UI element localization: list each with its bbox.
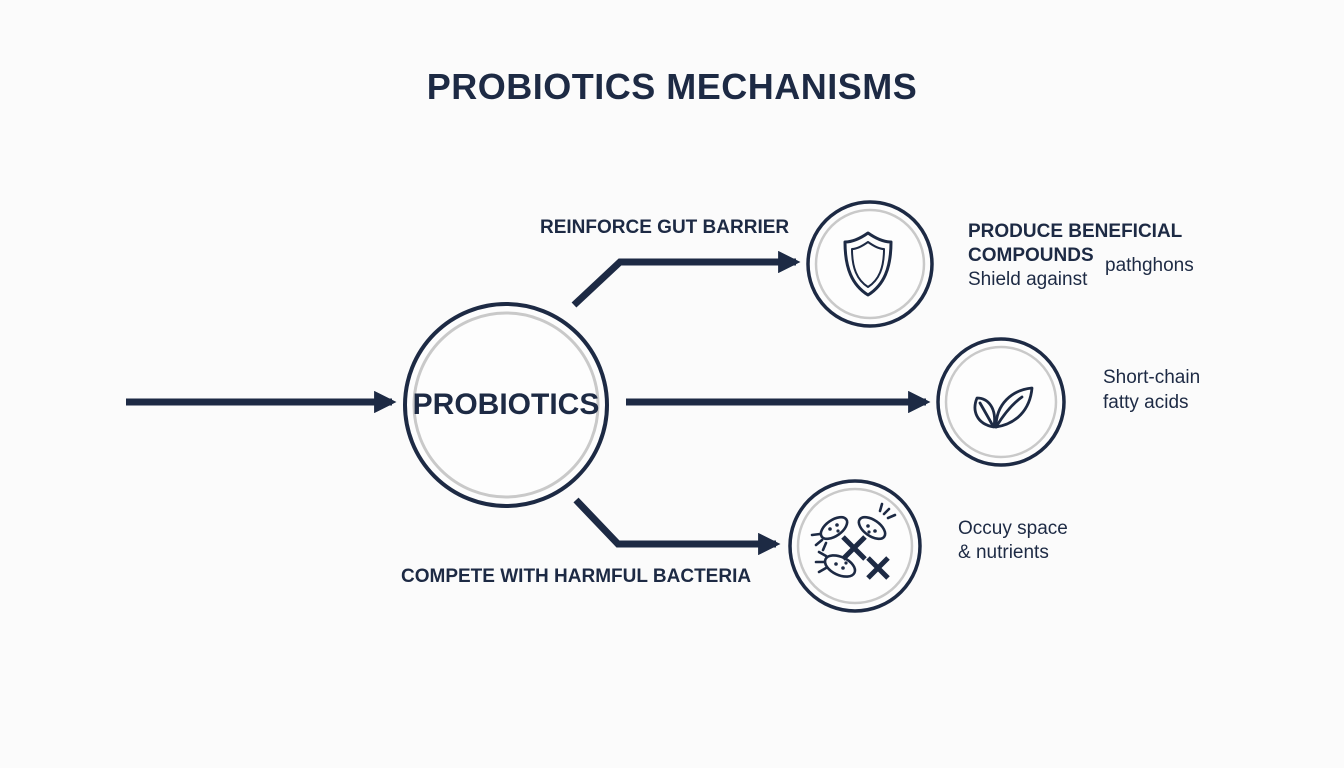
page-title: PROBIOTICS MECHANISMS (426, 66, 918, 107)
bottom-note-line-1: Occuy space (958, 518, 1068, 539)
bacteria-blocked-icon (810, 502, 897, 580)
top-note-line-3: Shield against (968, 269, 1088, 290)
top-note-heading-2: COMPOUNDS (968, 245, 1094, 266)
center-label: PROBIOTICS (412, 388, 600, 421)
compete-node (788, 479, 922, 613)
barrier-node (806, 200, 934, 328)
bottom-branch-arrow (573, 497, 781, 556)
top-branch-label: REINFORCE GUT BARRIER (540, 217, 790, 238)
probiotics-node (403, 302, 609, 508)
bottom-note-line-2: & nutrients (958, 542, 1049, 563)
top-branch-arrow (571, 250, 801, 308)
middle-note-line-1: Short-chain (1103, 367, 1201, 388)
shield-icon (843, 231, 893, 297)
middle-note-line-2: fatty acids (1103, 392, 1189, 413)
leaf-icon (973, 386, 1034, 429)
top-note-heading-1: PRODUCE BENEFICIAL (968, 221, 1183, 242)
compounds-node (936, 337, 1066, 467)
top-note-extra: pathghons (1105, 255, 1194, 276)
bottom-branch-label: COMPETE WITH HARMFUL BACTERIA (401, 566, 752, 587)
